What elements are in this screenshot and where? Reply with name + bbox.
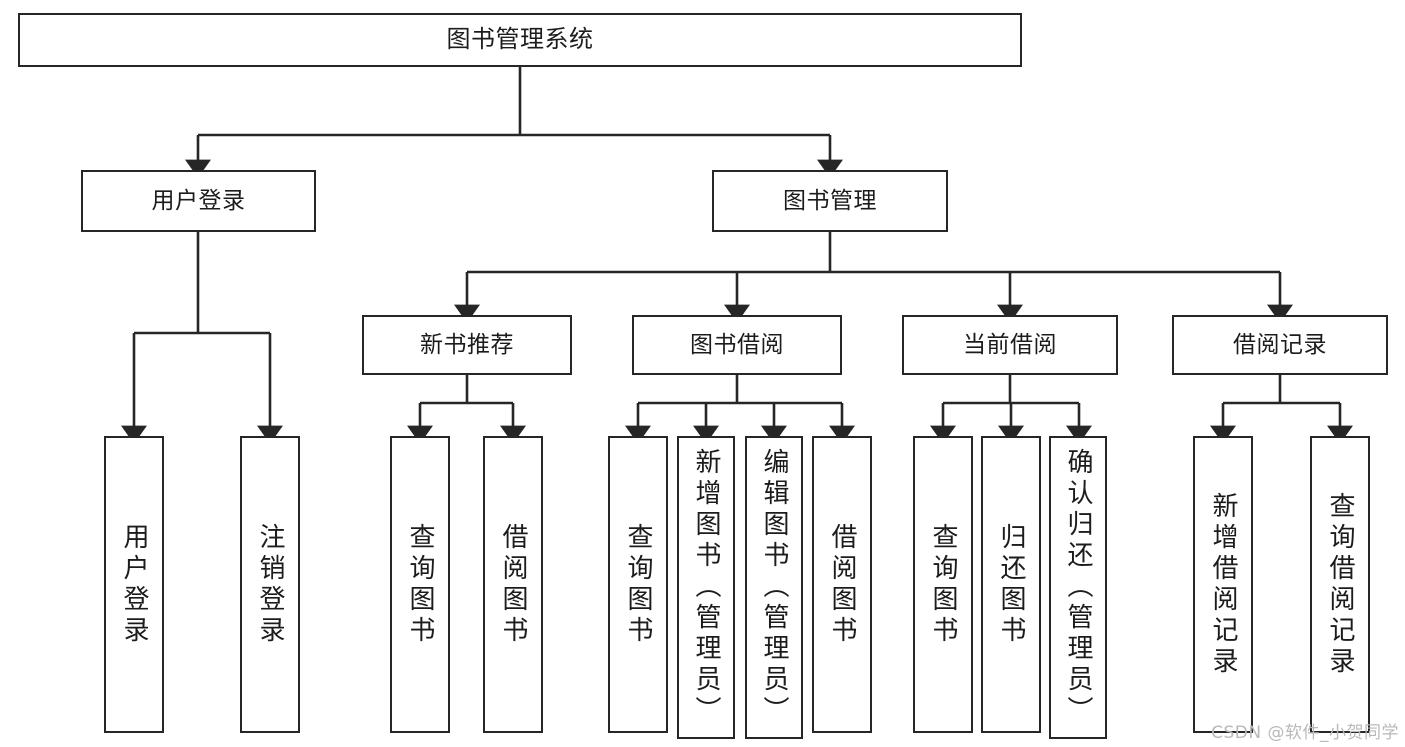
node-book-manage-label: 图书管理 bbox=[783, 187, 877, 214]
node-current-borrow-label: 当前借阅 bbox=[963, 331, 1057, 358]
node-leaf-confirm-return-label: 确认归还（管理员） bbox=[1063, 448, 1093, 727]
node-leaf-query-book-3[interactable]: 查询图书 bbox=[913, 436, 973, 733]
node-leaf-borrow-book-1[interactable]: 借阅图书 bbox=[483, 436, 543, 733]
node-book-borrow-label: 图书借阅 bbox=[690, 331, 784, 358]
node-leaf-borrow-book-2[interactable]: 借阅图书 bbox=[812, 436, 872, 733]
node-leaf-query-book-3-label: 查询图书 bbox=[928, 522, 958, 647]
node-leaf-add-book-label: 新增图书（管理员） bbox=[691, 448, 721, 727]
node-leaf-borrow-book-2-label: 借阅图书 bbox=[827, 522, 857, 647]
node-leaf-edit-book-label: 编辑图书（管理员） bbox=[759, 448, 789, 727]
node-leaf-add-record-label: 新增借阅记录 bbox=[1208, 491, 1238, 678]
node-book-manage[interactable]: 图书管理 bbox=[712, 170, 948, 232]
node-user-login[interactable]: 用户登录 bbox=[81, 170, 316, 232]
node-user-login-label: 用户登录 bbox=[151, 187, 246, 214]
node-leaf-add-book[interactable]: 新增图书（管理员） bbox=[677, 436, 735, 739]
node-leaf-query-record[interactable]: 查询借阅记录 bbox=[1310, 436, 1370, 733]
csdn-watermark: CSDN @软件_小贺同学 bbox=[1211, 723, 1399, 743]
node-leaf-return-book-label: 归还图书 bbox=[996, 522, 1026, 647]
node-leaf-user-login[interactable]: 用户登录 bbox=[104, 436, 164, 733]
node-leaf-user-login-label: 用户登录 bbox=[119, 522, 149, 647]
node-leaf-add-record[interactable]: 新增借阅记录 bbox=[1193, 436, 1253, 733]
node-new-book-recommend[interactable]: 新书推荐 bbox=[362, 315, 572, 375]
node-book-borrow[interactable]: 图书借阅 bbox=[632, 315, 842, 375]
node-current-borrow[interactable]: 当前借阅 bbox=[902, 315, 1118, 375]
node-leaf-borrow-book-1-label: 借阅图书 bbox=[498, 522, 528, 647]
node-leaf-logout-login-label: 注销登录 bbox=[255, 522, 285, 647]
node-leaf-query-book-1[interactable]: 查询图书 bbox=[390, 436, 450, 733]
node-leaf-confirm-return[interactable]: 确认归还（管理员） bbox=[1049, 436, 1107, 739]
node-leaf-query-record-label: 查询借阅记录 bbox=[1325, 491, 1355, 678]
node-leaf-query-book-2[interactable]: 查询图书 bbox=[608, 436, 668, 733]
node-leaf-return-book[interactable]: 归还图书 bbox=[981, 436, 1041, 733]
node-borrow-record[interactable]: 借阅记录 bbox=[1172, 315, 1388, 375]
node-leaf-query-book-2-label: 查询图书 bbox=[623, 522, 653, 647]
node-leaf-logout-login[interactable]: 注销登录 bbox=[240, 436, 300, 733]
node-leaf-edit-book[interactable]: 编辑图书（管理员） bbox=[745, 436, 803, 739]
node-root[interactable]: 图书管理系统 bbox=[18, 13, 1022, 67]
node-leaf-query-book-1-label: 查询图书 bbox=[405, 522, 435, 647]
node-borrow-record-label: 借阅记录 bbox=[1233, 331, 1327, 358]
node-root-label: 图书管理系统 bbox=[446, 25, 594, 54]
node-new-book-recommend-label: 新书推荐 bbox=[420, 331, 514, 358]
